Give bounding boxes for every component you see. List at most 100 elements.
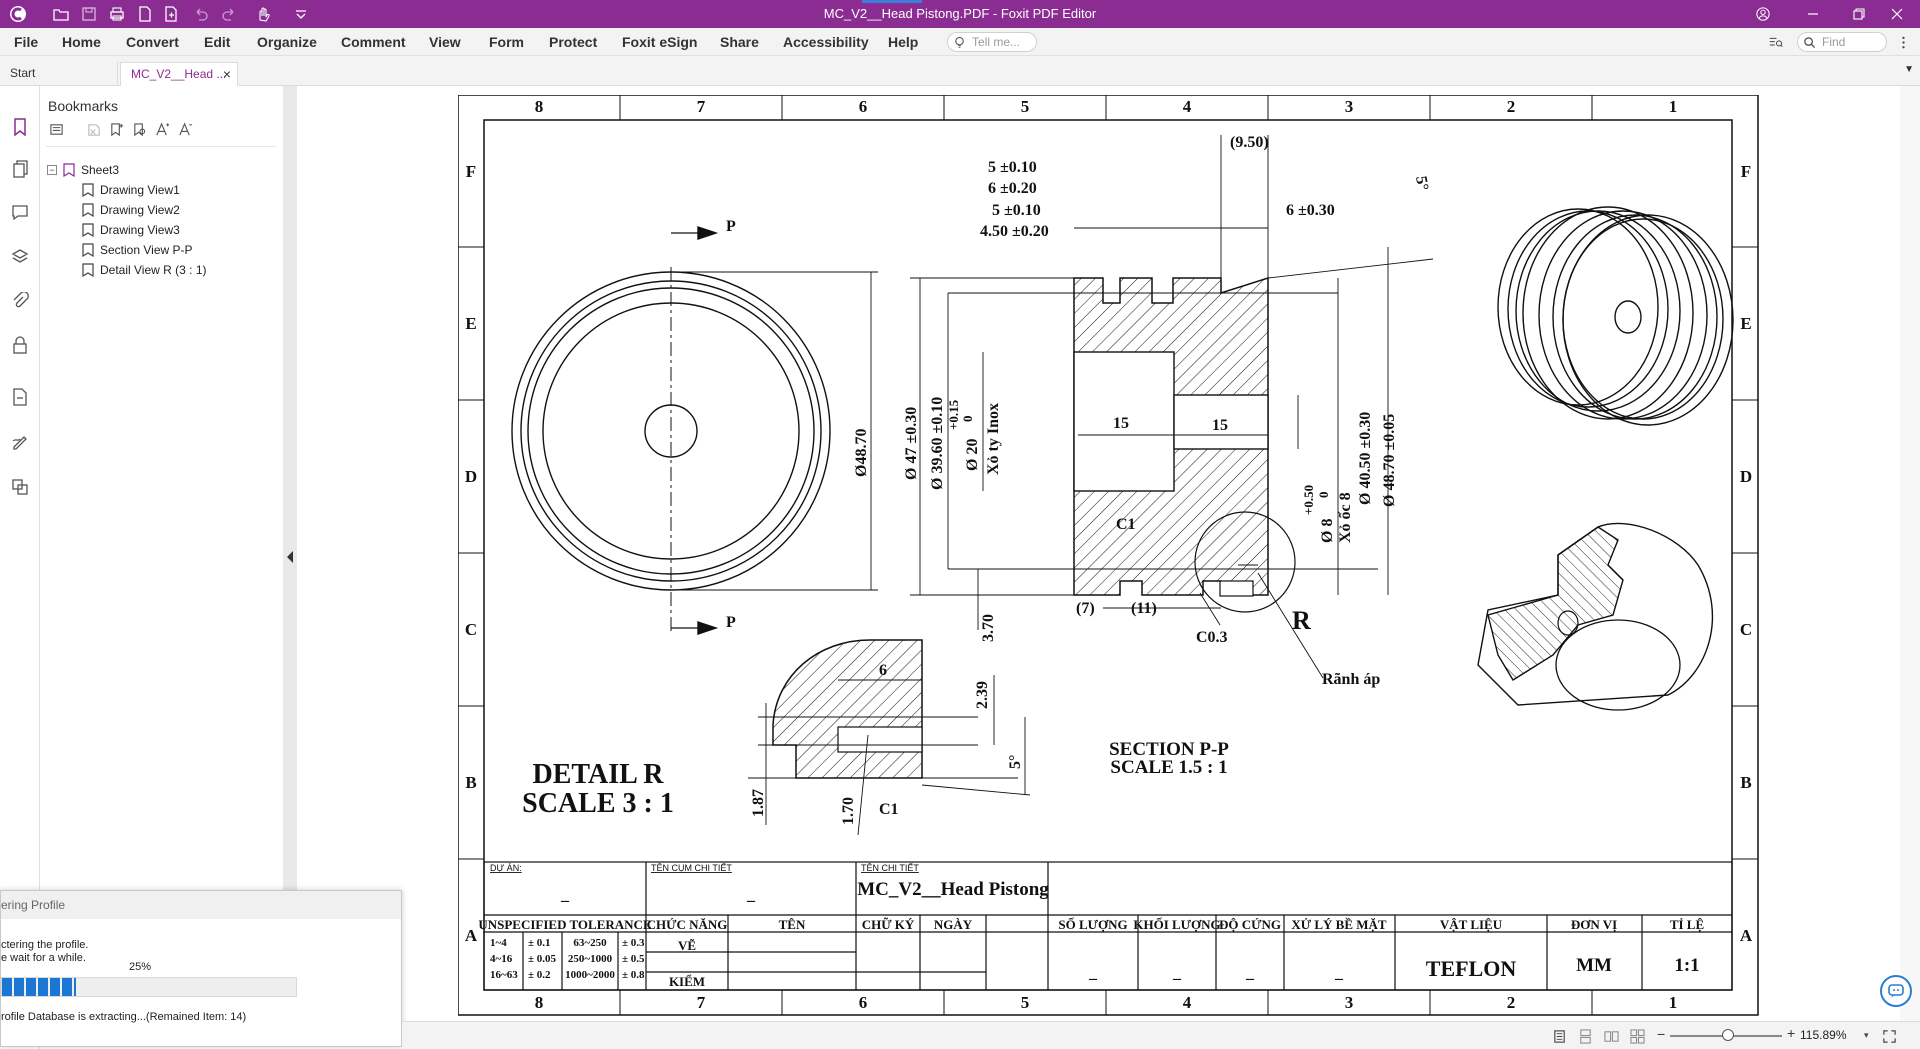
title-block-lines [483, 861, 1733, 991]
row-label: E [1740, 314, 1751, 333]
zoom-out-button[interactable]: − [1657, 1026, 1666, 1042]
panel-splitter[interactable] [283, 86, 297, 891]
tab-active-document[interactable]: MC_V2__Head ... × [120, 62, 238, 86]
close-tab-icon[interactable]: × [222, 66, 231, 82]
menu-file[interactable]: File [14, 34, 39, 50]
restore-button[interactable] [1836, 0, 1882, 28]
new-document-icon[interactable] [134, 4, 156, 24]
menu-home[interactable]: Home [62, 34, 101, 50]
hand-tool-icon[interactable] [248, 4, 278, 24]
du-an-label: DỰ ÁN: [490, 863, 522, 873]
bookmark-item[interactable]: Detail View R (3 : 1) [82, 261, 206, 279]
bookmark-label: Sheet3 [81, 163, 120, 177]
col-label: 7 [697, 993, 706, 1012]
pages-panel-icon[interactable] [9, 158, 31, 180]
title-accent-bar [862, 0, 922, 3]
menu-form[interactable]: Form [489, 34, 524, 50]
security-panel-icon[interactable] [9, 334, 31, 356]
assistant-chat-icon[interactable] [1880, 975, 1912, 1007]
signature-panel-icon[interactable] [9, 430, 31, 452]
delete-bookmark-icon[interactable] [84, 120, 102, 138]
print-icon[interactable] [106, 4, 128, 24]
create-pdf-icon[interactable] [160, 4, 182, 24]
dim-dia-4050: Ø 40.50 ±0.30 [1357, 412, 1374, 505]
comments-panel-icon[interactable] [9, 201, 31, 223]
bookmark-options-icon[interactable] [47, 120, 65, 138]
column-labels-bottom: 8 7 6 5 4 3 2 1 [535, 993, 1678, 1012]
zoom-in-button[interactable]: + [1787, 1025, 1796, 1041]
dim-15-a: 15 [1113, 415, 1129, 432]
tol-cell: 250~1000 [568, 953, 613, 965]
menu-accessibility[interactable]: Accessibility [783, 34, 869, 50]
tol-cell: 4~16 [490, 953, 513, 965]
undo-icon[interactable] [190, 4, 212, 24]
progress-bar-fill [2, 978, 76, 996]
section-dimension-lines [910, 135, 1434, 679]
menu-share[interactable]: Share [720, 34, 759, 50]
menu-edit[interactable]: Edit [204, 34, 231, 50]
layers-panel-icon[interactable] [9, 246, 31, 268]
dialog-message-line1: ctering the profile. [1, 939, 89, 951]
col-label: 1 [1669, 97, 1678, 116]
minimize-button[interactable] [1790, 0, 1836, 28]
bookmark-panel-icon[interactable] [9, 116, 31, 138]
add-bookmark-icon[interactable] [107, 120, 125, 138]
menu-view[interactable]: View [429, 34, 461, 50]
page-thumbnail-icon[interactable] [9, 386, 31, 408]
bookmark-item[interactable]: Section View P-P [82, 241, 193, 259]
header-ten: TÊN [779, 917, 806, 932]
facing-view-icon[interactable] [1602, 1028, 1620, 1044]
tell-me-input[interactable]: Tell me... [947, 32, 1037, 52]
menu-convert[interactable]: Convert [126, 34, 179, 50]
collapse-panel-icon[interactable] [287, 551, 293, 563]
menu-comment[interactable]: Comment [341, 34, 406, 50]
col-label: 5 [1021, 993, 1030, 1012]
continuous-facing-view-icon[interactable] [1628, 1028, 1646, 1044]
save-icon[interactable] [78, 4, 100, 24]
header-don-vi: ĐƠN VỊ [1571, 917, 1617, 932]
attachments-panel-icon[interactable] [9, 290, 31, 312]
bookmarks-panel: Bookmarks − Sheet3 Drawing View1 Drawing… [40, 86, 283, 891]
open-icon[interactable] [50, 4, 72, 24]
close-window-button[interactable] [1874, 0, 1920, 28]
bookmark-item[interactable]: Drawing View2 [82, 201, 180, 219]
bookmark-item[interactable]: Drawing View3 [82, 221, 180, 239]
find-input[interactable]: Find [1797, 32, 1887, 52]
account-icon[interactable] [1740, 0, 1786, 28]
tol-cell: ± 0.1 [528, 937, 551, 949]
foxit-logo-icon[interactable] [8, 4, 28, 24]
expand-font-icon[interactable] [153, 120, 171, 138]
bookmark-root[interactable]: − Sheet3 [47, 161, 119, 179]
zoom-level[interactable]: 115.89% [1800, 1028, 1847, 1042]
tab-start[interactable]: Start [0, 62, 118, 86]
shrink-font-icon[interactable] [176, 120, 194, 138]
dim-7: (7) [1076, 600, 1095, 617]
compare-panel-icon[interactable] [9, 476, 31, 498]
dim-5-deg: 5° [1007, 755, 1024, 769]
row-label: A [465, 926, 478, 945]
search-bookmark-icon[interactable] [130, 120, 148, 138]
dim-1-87: 1.87 [750, 789, 767, 817]
menu-protect[interactable]: Protect [549, 34, 598, 50]
zoom-dropdown-icon[interactable]: ▾ [1864, 1030, 1869, 1040]
search-options-icon[interactable] [1762, 33, 1790, 51]
progress-percent: 25% [129, 961, 152, 973]
row-label: D [1740, 467, 1752, 486]
redo-icon[interactable] [218, 4, 240, 24]
menu-help[interactable]: Help [888, 34, 919, 50]
continuous-view-icon[interactable] [1576, 1028, 1594, 1044]
collapse-toggle-icon[interactable]: − [47, 165, 57, 175]
bookmark-item[interactable]: Drawing View1 [82, 181, 180, 199]
more-options-icon[interactable] [1893, 33, 1913, 51]
bookmark-label: Drawing View1 [100, 183, 180, 197]
zoom-slider-thumb[interactable] [1722, 1029, 1734, 1041]
menu-organize[interactable]: Organize [257, 34, 317, 50]
tab-overflow-icon[interactable]: ▼ [1904, 64, 1914, 75]
detail-marker-r: R [1292, 606, 1311, 635]
single-page-view-icon[interactable] [1550, 1028, 1568, 1044]
vertical-scrollbar[interactable] [1900, 86, 1920, 1021]
section-marker-p: P [726, 614, 736, 631]
fullscreen-icon[interactable] [1880, 1028, 1898, 1044]
menu-foxit-esign[interactable]: Foxit eSign [622, 34, 698, 50]
customize-toolbar-icon[interactable] [290, 4, 312, 24]
